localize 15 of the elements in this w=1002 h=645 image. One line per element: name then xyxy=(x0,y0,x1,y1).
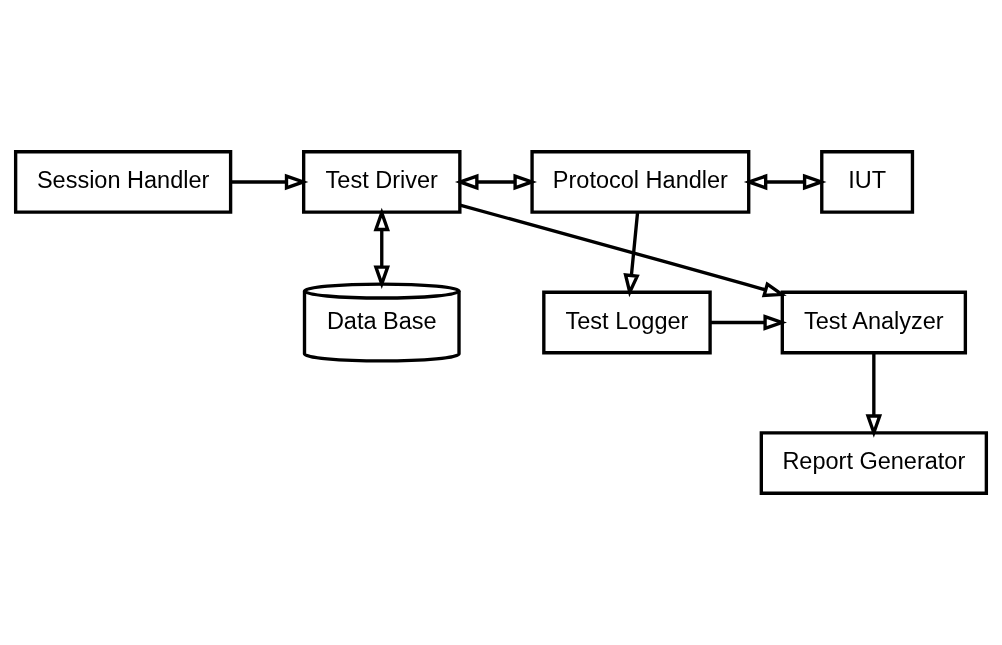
arrow xyxy=(454,173,537,191)
arrow xyxy=(623,212,640,298)
arrow xyxy=(230,173,309,191)
node-box: IUT xyxy=(820,150,915,214)
arrow xyxy=(710,314,787,331)
arrow xyxy=(459,203,787,298)
node-box: Session Handler xyxy=(13,150,233,214)
node-box: Test Analyzer xyxy=(780,290,968,355)
node-box: Test Driver xyxy=(302,150,462,214)
node-box: Report Generator xyxy=(759,431,989,495)
arrow xyxy=(743,173,827,191)
node-box: Protocol Handler xyxy=(530,150,751,214)
arrow xyxy=(865,353,883,438)
arrow xyxy=(373,207,390,289)
node-box: Test Logger xyxy=(542,290,712,355)
